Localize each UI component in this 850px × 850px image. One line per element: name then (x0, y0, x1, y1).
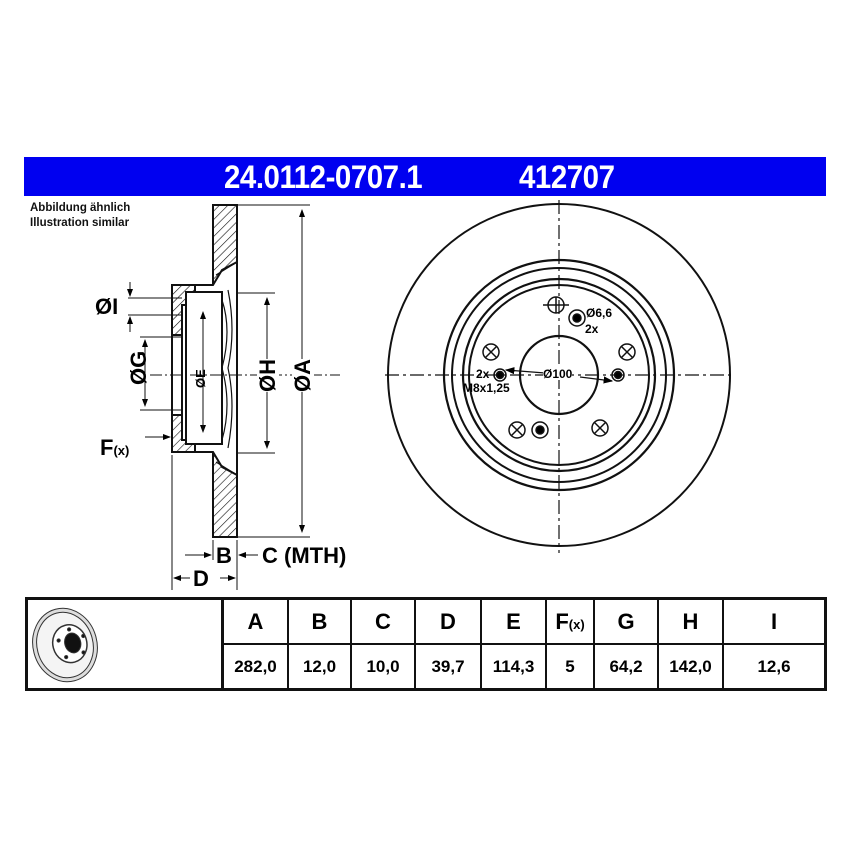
label-thread-spec: M8x1,25 (463, 381, 510, 395)
value-H: 142,0 (657, 643, 724, 691)
disc-thumbnail-cell (25, 597, 224, 691)
header-D: D (414, 597, 482, 645)
spec-table: A B C D E F(x) G H I 282,0 12,0 10,0 39,… (25, 597, 827, 691)
header-A: A (221, 597, 289, 645)
illustration-note: Abbildung ähnlich Illustration similar (30, 201, 130, 231)
note-en: Illustration similar (30, 217, 130, 229)
header-E: E (480, 597, 547, 645)
value-I: 12,6 (722, 643, 827, 691)
label-pcd: Ø100 (543, 367, 573, 381)
title-banner: 24.0112-0707.1 412707 (24, 157, 826, 196)
side-section-view (127, 204, 340, 590)
article-number: 24.0112-0707.1 (224, 159, 423, 195)
value-A: 282,0 (221, 643, 289, 691)
front-view (385, 200, 735, 553)
header-G: G (593, 597, 659, 645)
header-I: I (722, 597, 827, 645)
value-C: 10,0 (350, 643, 416, 691)
label-B: B (216, 543, 232, 568)
header-F: F(x) (545, 597, 595, 645)
label-hole-count: 2x (585, 322, 599, 336)
spec-header-row: A B C D E F(x) G H I (25, 597, 827, 691)
value-E: 114,3 (480, 643, 547, 691)
label-dia-G: ØG (126, 350, 151, 385)
label-hole-diameter: Ø6,6 (586, 306, 613, 320)
label-thread-count: 2x (476, 367, 490, 381)
label-C-MTH: C (MTH) (262, 543, 347, 568)
label-dia-E: ØE (193, 369, 208, 388)
note-de: Abbildung ähnlich (30, 202, 131, 214)
label-dia-H: ØH (255, 359, 280, 392)
label-dia-A: ØA (290, 359, 315, 392)
bolt-holes (482, 296, 636, 439)
value-B: 12,0 (287, 643, 352, 691)
label-dia-I: ØI (95, 294, 119, 319)
value-D: 39,7 (414, 643, 482, 691)
value-F: 5 (545, 643, 595, 691)
spec-value-row: 282,0 12,0 10,0 39,7 114,3 5 64,2 142,0 … (27, 643, 827, 691)
header-H: H (657, 597, 724, 645)
label-D: D (193, 566, 209, 591)
label-F: F(x) (100, 435, 130, 460)
short-number: 412707 (519, 159, 615, 195)
header-B: B (287, 597, 352, 645)
header-C: C (350, 597, 416, 645)
value-G: 64,2 (593, 643, 659, 691)
